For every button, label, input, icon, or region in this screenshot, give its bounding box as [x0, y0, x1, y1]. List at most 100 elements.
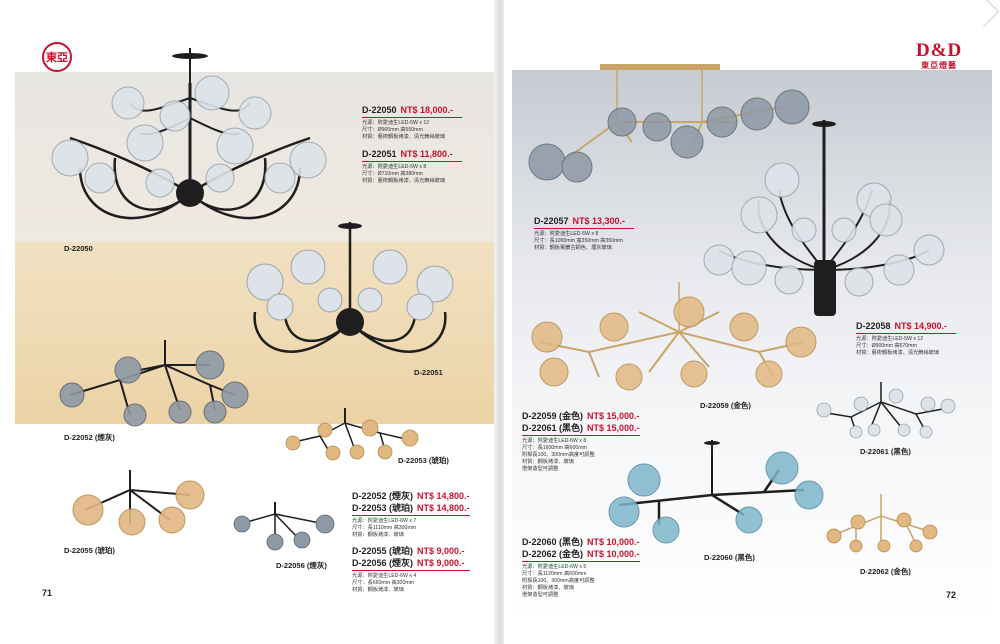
red-rule: [522, 561, 640, 563]
spec-line: 燈架造型可調整: [522, 466, 559, 473]
price: NT$ 15,000.-: [587, 411, 640, 421]
spec-line: 光源：附愛迪生LED-5W x 12: [856, 335, 924, 342]
spec-line: 材質：鋼板烤漆、玻璃: [522, 459, 574, 466]
spec-block-d22060-d22062: D-22060 (黑色)NT$ 10,000.- D-22062 (金色)NT$…: [522, 536, 640, 599]
price: NT$ 10,000.-: [587, 537, 640, 547]
spec-line: 尺寸：長660mm 高300mm: [352, 580, 414, 587]
spec-line: 材質：藝術鋼板烤漆、清光鎢絲玻璃: [362, 177, 446, 184]
label-d22056: D-22056 (煙灰): [276, 561, 327, 570]
chandelier-d22052-image: [59, 340, 249, 427]
label-d22059: D-22059 (金色): [700, 401, 751, 410]
model-code: D-22055 (琥珀): [352, 546, 414, 556]
label-d22055: D-22055 (琥珀): [64, 546, 115, 555]
red-rule: [362, 117, 462, 118]
price: NT$ 9,000.-: [417, 546, 465, 556]
spec-block-d22052-d22053: D-22052 (煙灰)NT$ 14,800.- D-22053 (琥珀)NT$…: [352, 490, 470, 539]
spec-line: 材質：鋼板烤漆、玻璃: [522, 585, 574, 592]
red-rule: [362, 161, 462, 162]
chandelier-d22053-image: [285, 408, 419, 461]
model-code: D-22053 (琥珀): [352, 503, 414, 514]
red-rule: [522, 435, 640, 437]
model-code: D-22056 (煙灰): [352, 558, 414, 569]
model-code: D-22061 (黑色): [522, 423, 584, 434]
company-logo: 東亞: [42, 42, 72, 72]
red-rule: [856, 333, 956, 334]
page-number-left: 71: [42, 588, 53, 598]
dd-logo-text: D&D: [916, 40, 963, 61]
price: NT$ 15,000.-: [587, 423, 640, 434]
spec-line: 光源：附愛迪生LED-6W x 4: [352, 573, 417, 580]
price: NT$ 9,000.-: [417, 558, 465, 569]
chandelier-d22058-image: [703, 120, 945, 316]
spec-line: 尺寸：長1120mm 高600mm: [522, 571, 587, 578]
label-d22052: D-22052 (煙灰): [64, 433, 115, 442]
price: NT$ 14,800.-: [417, 491, 470, 501]
spec-line: 材質：鋼板烤漆、玻璃: [352, 532, 404, 539]
spec-block-d22059-d22061: D-22059 (金色)NT$ 15,000.- D-22061 (黑色)NT$…: [522, 410, 640, 473]
spec-line: 材質：鋼板烤漆、玻璃: [352, 587, 404, 594]
chandelier-d22062-image: [826, 494, 938, 553]
chandelier-d22057-image: [528, 64, 810, 183]
price: NT$ 14,900.-: [894, 321, 948, 331]
price: NT$ 10,000.-: [587, 549, 640, 560]
spec-line: 材質：鋼板電鍍古銅色、煙灰玻璃: [534, 244, 612, 251]
spec-line: 光源：附愛迪生LED-5W x 8: [362, 163, 427, 170]
spec-line: 材質：藝術鋼板烤漆、清光鎢絲玻璃: [856, 349, 940, 356]
red-rule: [534, 228, 634, 229]
page-corner-fold: [970, 0, 1000, 28]
spec-line: 光源：附愛迪生LED-6W x 5: [522, 564, 587, 571]
spec-block-d22055-d22056: D-22055 (琥珀)NT$ 9,000.- D-22056 (煙灰)NT$ …: [352, 545, 470, 594]
spec-line: 尺寸：Ø900mm 高550mm: [362, 126, 423, 133]
spec-line: 材質：藝術鋼板烤漆、清光鎢絲玻璃: [362, 133, 446, 140]
model-code: D-22052 (煙灰): [352, 491, 414, 501]
spec-line: 尺寸：長1110mm 高300mm: [352, 525, 417, 532]
spec-line: 尺寸：Ø900mm 高670mm: [856, 342, 917, 349]
spec-line: 尺寸：長1600mm 高600mm: [522, 445, 587, 452]
price: NT$ 14,800.-: [417, 503, 470, 514]
spec-line: 尺寸：長1000mm 寬350mm 高350mm: [534, 237, 623, 244]
model-code: D-22050: [362, 105, 397, 115]
label-d22060: D-22060 (黑色): [704, 553, 755, 562]
model-code: D-22051: [362, 149, 397, 159]
chandelier-d22059-image: [531, 282, 817, 391]
model-code: D-22062 (金色): [522, 549, 584, 560]
label-d22061: D-22061 (黑色): [860, 447, 911, 456]
spec-line: 燈架造型可調整: [522, 592, 559, 599]
chandelier-d22055-image: [72, 470, 205, 536]
price: NT$ 13,300.-: [572, 216, 626, 226]
price: NT$ 11,800.-: [400, 149, 453, 159]
dd-logo-subtitle: 東亞燈藝: [921, 61, 958, 70]
spec-line: 光源：附愛迪生LED-5W x 8: [534, 230, 599, 237]
model-code: D-22059 (金色): [522, 411, 584, 421]
red-rule: [352, 515, 470, 517]
chandelier-d22061-image: [816, 382, 956, 439]
spec-line: 尺寸：Ø710mm 高380mm: [362, 170, 423, 177]
chandelier-d22050-image: [51, 48, 327, 220]
chandelier-d22051-image: [246, 222, 454, 353]
spec-line: 光源：附愛迪生LED-5W x 12: [362, 119, 430, 126]
chandelier-d22060-image: [608, 440, 824, 544]
price: NT$ 18,000.-: [400, 105, 454, 115]
label-d22051: D-22051: [414, 368, 443, 377]
label-d22050: D-22050: [64, 244, 93, 253]
model-code: D-22058: [856, 321, 891, 331]
spec-line: 附桿長100、300mm高度可調整: [522, 578, 595, 585]
page-number-right: 72: [946, 590, 957, 600]
red-rule: [352, 570, 470, 572]
spec-line: 附桿長100、300mm高度可調整: [522, 452, 595, 459]
chandelier-d22056-image: [233, 502, 335, 551]
model-code: D-22057: [534, 216, 569, 226]
gutter: [494, 0, 506, 644]
model-code: D-22060 (黑色): [522, 537, 584, 547]
spec-line: 光源：附愛迪生LED-6W x 7: [352, 518, 417, 525]
dd-logo: D&D 東亞燈藝: [916, 40, 962, 71]
label-d22062: D-22062 (金色): [860, 567, 911, 576]
spec-line: 光源：附愛迪生LED-6W x 8: [522, 438, 587, 445]
